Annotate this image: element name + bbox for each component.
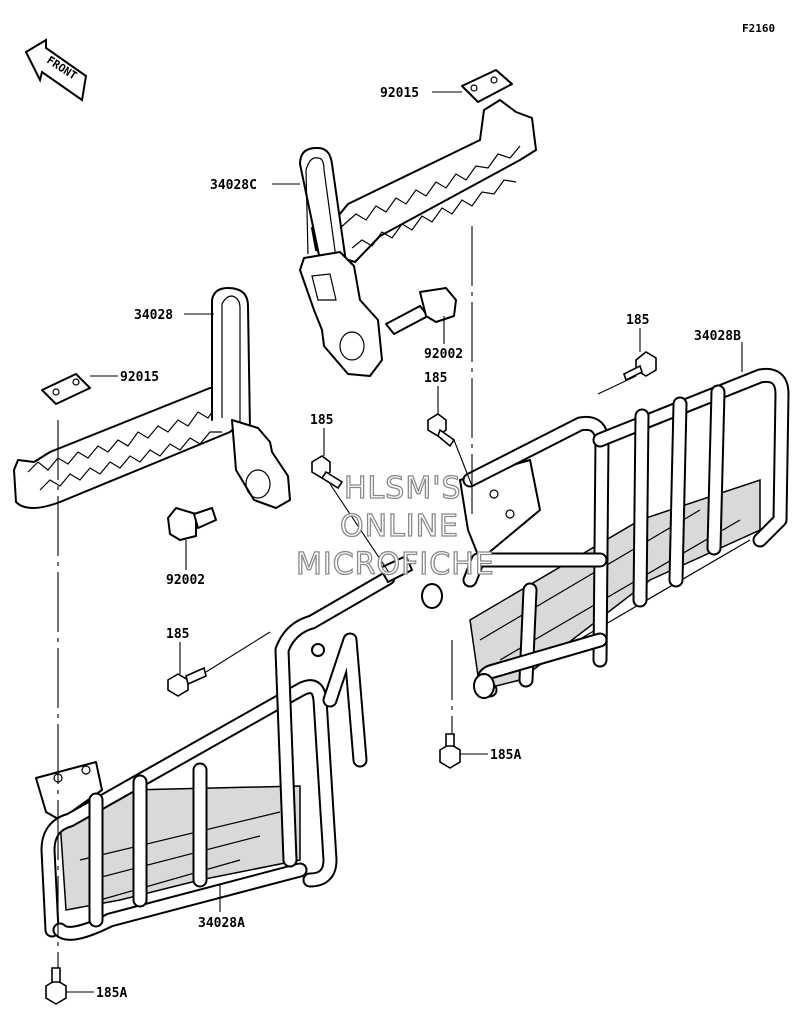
clip-92015-top xyxy=(461,69,513,103)
label-185-mid-right: 185 xyxy=(424,371,447,386)
label-185-left: 185 xyxy=(166,627,189,642)
guard-34028a xyxy=(35,555,413,941)
guard-34028b xyxy=(421,367,790,699)
label-185a-bottom: 185A xyxy=(96,986,127,1001)
diagram-code: F2160 xyxy=(742,22,775,35)
label-34028c: 34028C xyxy=(210,178,257,193)
bolt-185a-right xyxy=(439,733,461,769)
label-34028a: 34028A xyxy=(198,916,245,931)
step-34028 xyxy=(13,287,291,509)
alignment-line-4 xyxy=(205,375,637,673)
label-185-top-right: 185 xyxy=(626,313,649,328)
label-92015-top: 92015 xyxy=(380,86,419,101)
watermark-line-1: HLSM'S xyxy=(344,471,462,506)
label-92002-left: 92002 xyxy=(166,573,205,588)
bolt-185-left xyxy=(167,666,207,697)
watermark-line-2: ONLINE xyxy=(340,509,459,544)
watermark: HLSM'S ONLINE MICROFICHE xyxy=(295,470,495,582)
bolt-185-mid-right xyxy=(427,413,456,448)
label-185a-right: 185A xyxy=(490,748,521,763)
label-92002-right: 92002 xyxy=(424,347,463,362)
clip-92015-left xyxy=(41,373,91,405)
label-185-center: 185 xyxy=(310,413,333,428)
bolt-92002-right xyxy=(385,287,457,335)
front-direction-arrow-icon: FRONT xyxy=(24,38,88,102)
step-34028c xyxy=(299,99,537,377)
bolt-185-center xyxy=(311,455,344,490)
label-34028: 34028 xyxy=(134,308,173,323)
bolt-185a-bottom xyxy=(45,967,67,1005)
bolt-185-top-right xyxy=(623,351,657,382)
label-92015-left: 92015 xyxy=(120,370,159,385)
watermark-line-3: MICROFICHE xyxy=(296,547,495,582)
label-34028b: 34028B xyxy=(694,329,741,344)
bolt-92002-left xyxy=(167,507,217,541)
